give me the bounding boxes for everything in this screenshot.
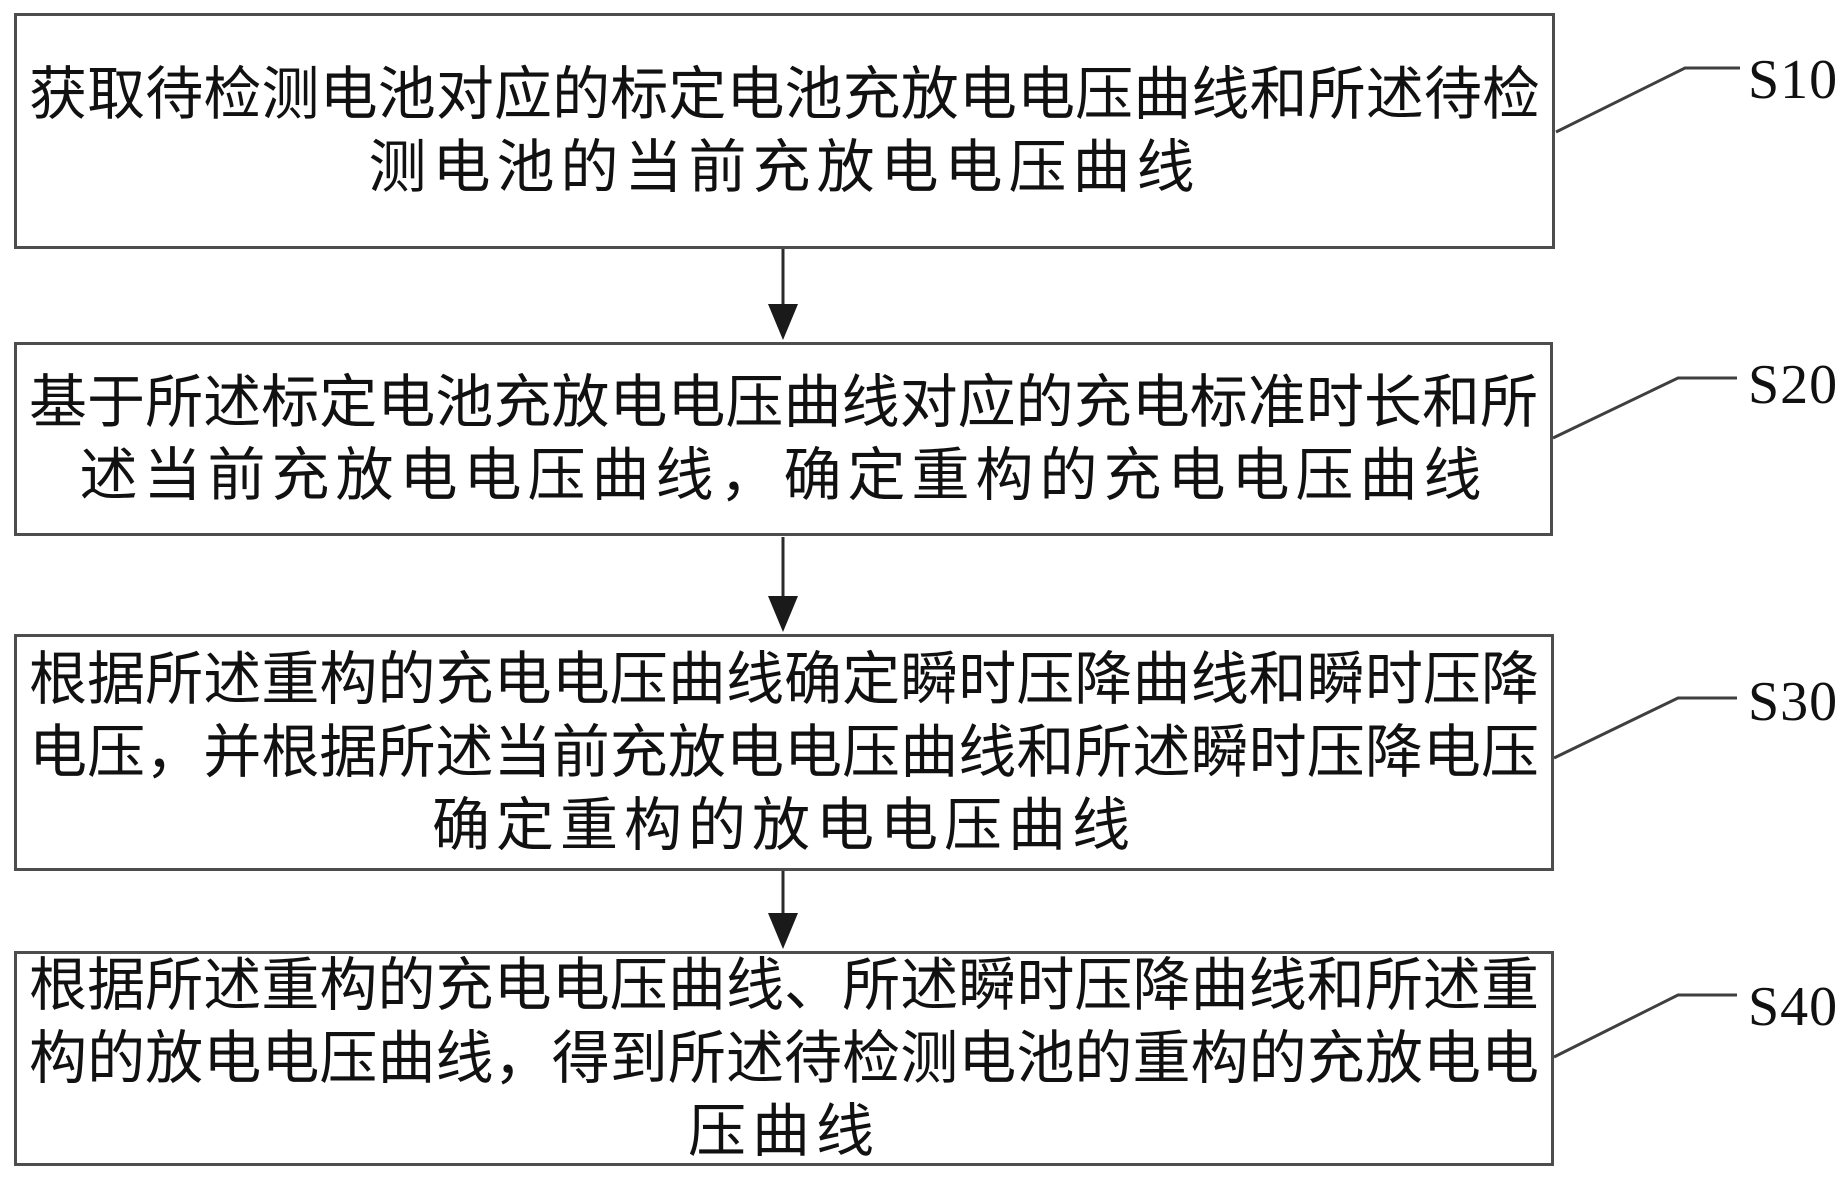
arrow-head-icon [768,304,798,340]
step-text-line: 根据所述重构的充电电压曲线确定瞬时压降曲线和瞬时压降 [29,647,1539,712]
step-label-s10: S10 [1748,49,1839,111]
step-box-s20: 基于所述标定电池充放电电压曲线对应的充电标准时长和所 述当前充放电电压曲线，确定… [14,342,1553,536]
step-box-s30: 根据所述重构的充电电压曲线确定瞬时压降曲线和瞬时压降 电压，并根据所述当前充放电… [14,634,1554,871]
step-label-s40: S40 [1748,976,1839,1038]
flow-arrow-2 [768,537,798,632]
step-box-s40: 根据所述重构的充电电压曲线、所述瞬时压降曲线和所述重 构的放电电压曲线，得到所述… [14,951,1554,1166]
step-label-s20: S20 [1748,354,1839,416]
step-text-line: 测电池的当前充放电电压曲线 [368,135,1201,200]
step-text-line: 基于所述标定电池充放电电压曲线对应的充电标准时长和所 [29,370,1538,435]
step-text-line: 电压，并根据所述当前充放电电压曲线和所述瞬时压降电压 [29,720,1539,785]
step-text-line: 获取待检测电池对应的标定电池充放电电压曲线和所述待检 [29,62,1540,127]
flow-arrow-3 [768,871,798,949]
step-text-line: 压曲线 [687,1099,880,1164]
step-text-line: 构的放电电压曲线，得到所述待检测电池的重构的充放电电 [29,1026,1539,1091]
arrow-head-icon [768,596,798,632]
step-box-s10: 获取待检测电池对应的标定电池充放电电压曲线和所述待检 测电池的当前充放电电压曲线 [14,13,1555,249]
arrow-head-icon [768,913,798,949]
step-label-s30: S30 [1748,671,1839,733]
leader-line-s10 [1555,66,1740,134]
flow-arrow-1 [768,249,798,340]
leader-line-s30 [1553,696,1737,760]
leader-line-s20 [1552,376,1737,440]
step-text-line: 确定重构的放电电压曲线 [431,793,1136,858]
step-text-line: 述当前充放电电压曲线，确定重构的充电电压曲线 [79,443,1488,508]
step-text-line: 根据所述重构的充电电压曲线、所述瞬时压降曲线和所述重 [29,953,1539,1018]
leader-line-s40 [1553,993,1737,1059]
